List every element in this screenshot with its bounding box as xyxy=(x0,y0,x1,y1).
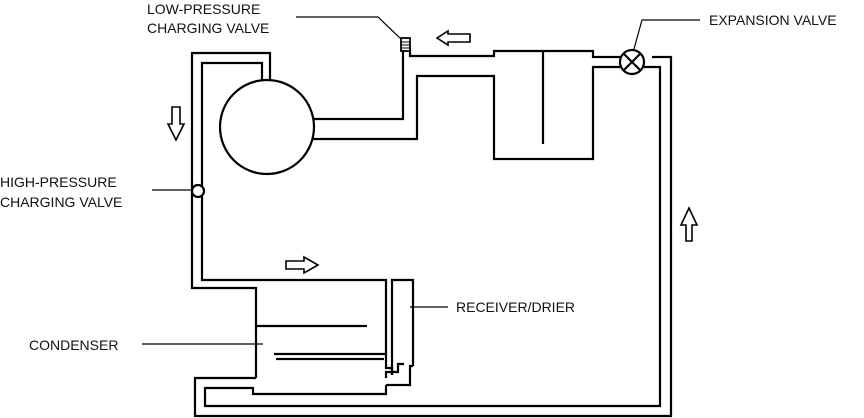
discharge-pipe xyxy=(190,51,388,378)
high-pressure-label-line1: HIGH-PRESSURE xyxy=(0,174,117,190)
evaporator xyxy=(313,47,620,161)
low-pressure-charging-valve xyxy=(400,37,411,52)
liquid-line xyxy=(193,55,673,418)
receiver-drier xyxy=(384,278,415,387)
expansion-valve xyxy=(618,48,646,76)
condenser xyxy=(256,324,384,361)
flow-arrow-left-icon xyxy=(435,29,471,47)
flow-arrow-up-icon xyxy=(679,206,699,242)
flow-arrow-right-icon xyxy=(285,255,320,275)
suction-pipe xyxy=(313,49,405,121)
compressor xyxy=(218,78,316,176)
low-pressure-label-line2: CHARGING VALVE xyxy=(147,20,269,36)
expansion-valve-leader-line xyxy=(633,19,700,50)
high-pressure-charging-valve xyxy=(190,183,206,199)
expansion-valve-label: EXPANSION VALVE xyxy=(709,12,837,28)
condenser-label: CONDENSER xyxy=(29,337,118,353)
receiver-drier-label: RECEIVER/DRIER xyxy=(456,299,575,315)
low-pressure-label-line1: LOW-PRESSURE xyxy=(147,1,260,17)
high-pressure-label-line2: CHARGING VALVE xyxy=(0,194,122,210)
flow-arrow-down-icon xyxy=(166,106,186,142)
low-pressure-leader-line xyxy=(296,16,402,40)
